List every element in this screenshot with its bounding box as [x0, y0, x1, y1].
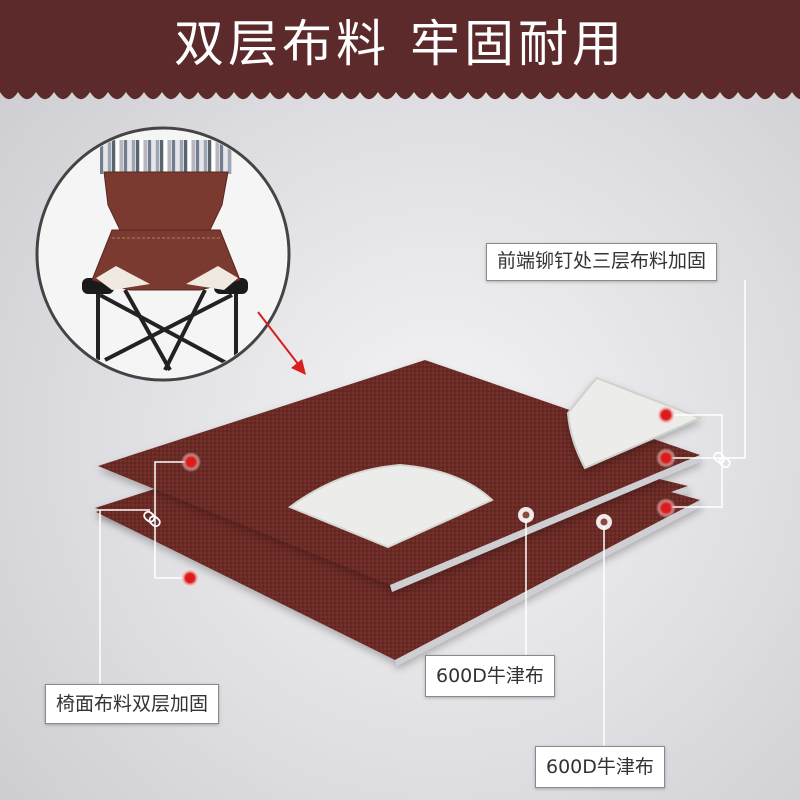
- banner-background: [0, 0, 800, 100]
- marker-dot: [180, 568, 200, 588]
- chair-stripe: [216, 140, 219, 174]
- chair-stripe: [120, 140, 123, 174]
- marker-dot: [656, 448, 676, 468]
- chair-stripe: [180, 140, 183, 174]
- chain-link-icon: [713, 451, 731, 469]
- chair-stripe: [208, 140, 211, 174]
- marker-dot: [656, 498, 676, 518]
- chair-stripe: [116, 140, 119, 174]
- leader-lines: [99, 280, 746, 746]
- chair-stripe: [152, 140, 155, 174]
- chair-inset: [35, 126, 291, 382]
- marker-dot: [656, 405, 676, 425]
- chair-stripe: [196, 140, 199, 174]
- chair-stripe: [156, 140, 159, 174]
- label-rivet-reinforce: 前端铆钉处三层布料加固: [486, 243, 718, 281]
- chair-stripe: [200, 140, 203, 174]
- chair-stripe: [220, 140, 223, 174]
- chair-stripe: [188, 140, 191, 174]
- chair-stripe: [144, 140, 147, 174]
- chair-stripe: [132, 140, 135, 174]
- chair-stripe: [124, 140, 127, 174]
- chair-stripe: [184, 140, 187, 174]
- chair-stripe: [172, 140, 175, 174]
- white-markers: [518, 507, 612, 530]
- chair-stripe: [140, 140, 143, 174]
- chair-stripe: [148, 140, 151, 174]
- chair-stripe: [108, 140, 111, 174]
- chair-stripe: [164, 140, 167, 174]
- chair-stripe: [228, 140, 231, 174]
- chair-stripe: [176, 140, 179, 174]
- chair-stripe: [104, 140, 107, 174]
- title-banner: 双层布料 牢固耐用: [0, 0, 800, 110]
- chair-stripe: [100, 140, 103, 174]
- label-seat-reinforce: 椅面布料双层加固: [45, 684, 220, 724]
- chair-stripe-header: [100, 140, 232, 174]
- chair-stripe: [224, 140, 227, 174]
- peeled-corner: [566, 376, 703, 470]
- label-oxford-bottom: 600D牛津布: [535, 746, 665, 788]
- chair-stripe: [112, 140, 115, 174]
- cutout-center: [287, 463, 494, 549]
- chair-stripe: [128, 140, 131, 174]
- fabric-layer-top: [98, 360, 702, 592]
- banner-title: 双层布料 牢固耐用: [174, 15, 626, 73]
- red-markers: [180, 405, 676, 588]
- chair-stripe: [168, 140, 171, 174]
- marker-dot-white-center: [600, 518, 608, 526]
- chair-stripe: [192, 140, 195, 174]
- red-arrow: [257, 311, 306, 375]
- chair-stripe: [204, 140, 207, 174]
- marker-dot-white-center: [522, 511, 530, 519]
- chair-stripe: [136, 140, 139, 174]
- label-oxford-top: 600D牛津布: [425, 655, 555, 697]
- chair-stripe: [160, 140, 163, 174]
- chair-stripe: [212, 140, 215, 174]
- chain-link-icon: [143, 510, 161, 528]
- marker-dot: [181, 452, 201, 472]
